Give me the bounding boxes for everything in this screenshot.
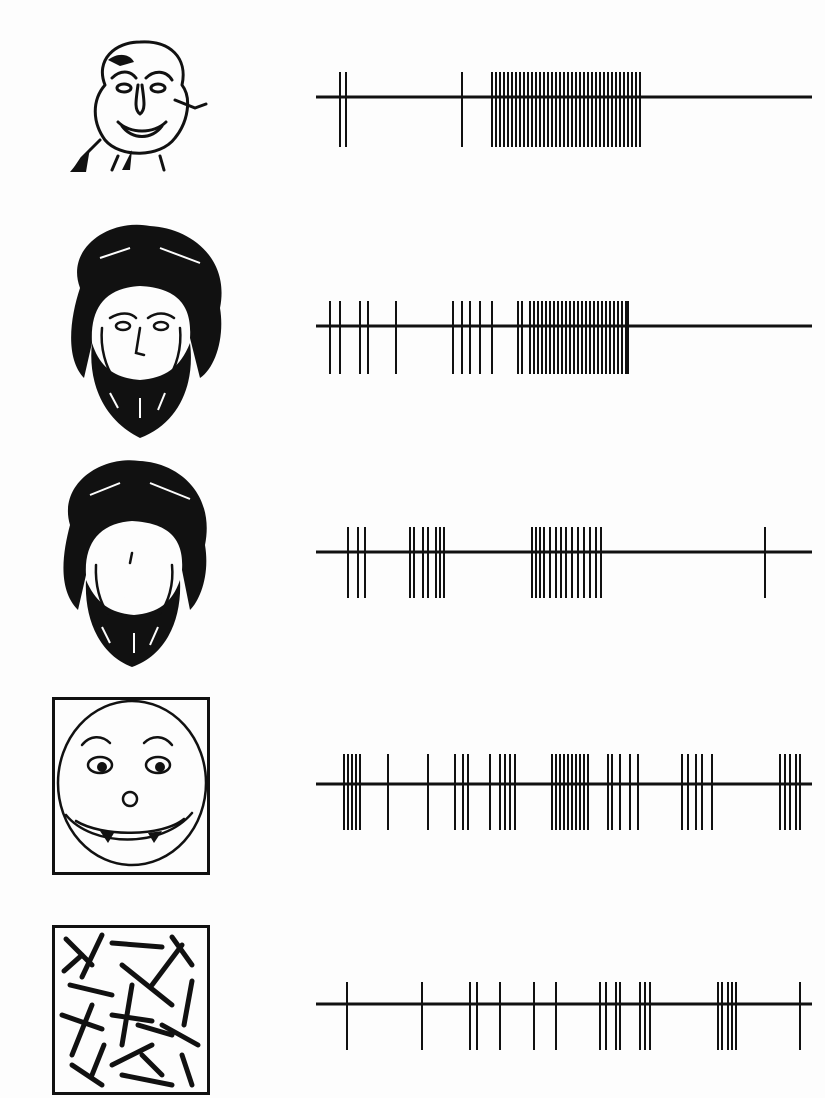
- stimulus-row-scrambled: [0, 900, 825, 1098]
- spike-train: [0, 0, 825, 210]
- stimulus-row-monkey: [0, 0, 825, 210]
- spike-train: [0, 445, 825, 675]
- spike-train: [0, 675, 825, 900]
- spike-train: [0, 900, 825, 1098]
- stimulus-row-bearded-face: [0, 210, 825, 445]
- stimulus-row-cartoon-face: [0, 675, 825, 900]
- spike-train: [0, 210, 825, 445]
- stimulus-row-eyeless-face: [0, 445, 825, 675]
